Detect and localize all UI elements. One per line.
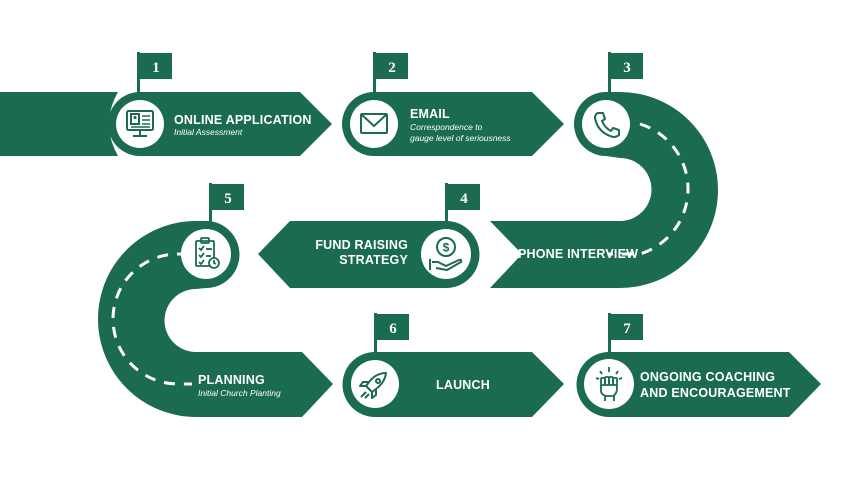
- raised-fist-icon: [595, 367, 623, 401]
- step-6-title: LAUNCH: [436, 378, 490, 392]
- step-5-icon-badge: [181, 229, 231, 279]
- step-2-subtitle-line-2: gauge level of seriousness: [410, 133, 511, 143]
- flag-step-7: 7: [608, 313, 643, 354]
- flag-number-6: 6: [389, 321, 397, 337]
- flag-step-5: 5: [209, 183, 244, 223]
- step-7-title-line-1: ONGOING COACHING: [640, 370, 775, 384]
- step-4-title-line-1: FUND RAISING: [315, 238, 408, 252]
- flag-number-4: 4: [460, 191, 468, 207]
- step-2-icon-badge: [350, 100, 398, 148]
- envelope-icon: [360, 113, 388, 134]
- step-1-title: ONLINE APPLICATION: [174, 113, 312, 127]
- road-segment-step-6: [342, 352, 564, 417]
- road-segment-step-4: [258, 221, 480, 288]
- flag-number-7: 7: [623, 321, 631, 337]
- step-4-icon-badge: $: [421, 229, 471, 279]
- step-7-title-line-2: AND ENCOURAGEMENT: [640, 386, 791, 400]
- step-2-subtitle-line-1: Correspondence to: [410, 122, 483, 132]
- road-segment-step-5: [98, 221, 333, 417]
- road-segment-step-2: [342, 92, 564, 156]
- step-1-subtitle: Initial Assessment: [174, 127, 243, 137]
- dash-line-right-curve: [608, 122, 690, 256]
- flag-step-4: 4: [445, 183, 480, 223]
- flag-number-3: 3: [623, 60, 631, 76]
- computer-application-icon: [126, 110, 154, 137]
- money-hand-icon: $: [429, 237, 463, 271]
- step-3-icon-badge: [582, 100, 630, 148]
- rocket-icon: [359, 372, 387, 399]
- step-6-icon-badge: [351, 360, 399, 408]
- flag-step-6: 6: [374, 313, 409, 354]
- flag-step-1: 1: [137, 52, 172, 94]
- flag-step-2: 2: [373, 52, 408, 94]
- road-dashes: [111, 122, 690, 386]
- road-segment-step-1: [108, 92, 332, 156]
- flags: 1 2 3 4 5 6 7: [137, 52, 643, 354]
- road-segment-step-7: [576, 352, 821, 417]
- icon-circles: $: [116, 100, 634, 409]
- step-7-icon-badge: [584, 359, 634, 409]
- flag-number-2: 2: [388, 60, 396, 76]
- road: [0, 92, 821, 417]
- step-5-subtitle: Initial Church Planting: [198, 388, 281, 398]
- step-3-title: PHONE INTERVIEW: [518, 247, 638, 261]
- svg-text:$: $: [443, 241, 450, 255]
- step-2-title: EMAIL: [410, 107, 450, 121]
- step-4-title-line-2: STRATEGY: [339, 253, 408, 267]
- flag-step-3: 3: [608, 52, 643, 94]
- step-1-icon-badge: [116, 100, 164, 148]
- checklist-icon: [195, 237, 220, 269]
- step-5-title: PLANNING: [198, 373, 265, 387]
- phone-icon: [594, 112, 620, 138]
- road-segment-step-3: [490, 92, 718, 288]
- flag-number-5: 5: [224, 191, 232, 207]
- labels: ONLINE APPLICATION Initial Assessment EM…: [174, 107, 791, 400]
- road-segment-start: [0, 92, 118, 156]
- dash-line-left-curve: [111, 252, 192, 386]
- flag-number-1: 1: [152, 60, 160, 76]
